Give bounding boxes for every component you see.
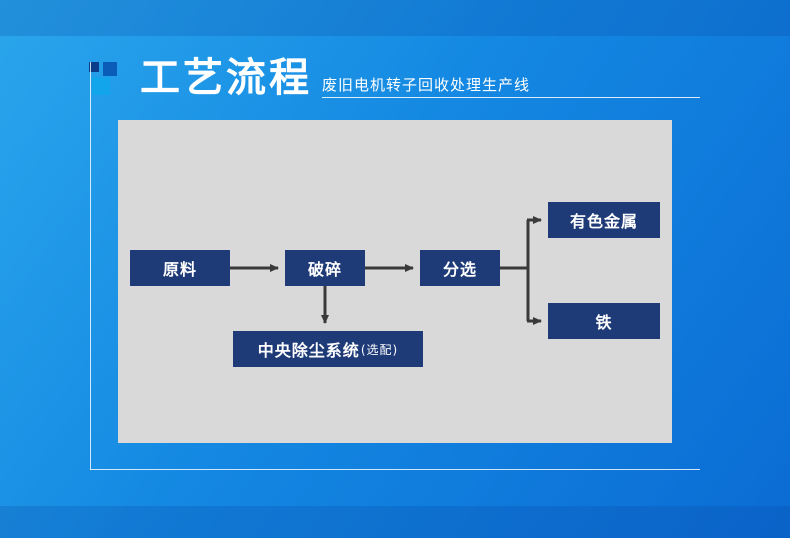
flow-node-label: 破碎 (307, 260, 342, 279)
deco-square-light (92, 77, 110, 95)
flowchart-panel: 原料 破碎 分选 有色金属 铁 中央除尘系统 (选配) (118, 120, 672, 443)
flow-node-sorting: 分选 (420, 250, 500, 286)
flow-node-label: 铁 (595, 313, 613, 332)
flow-node-label: 分选 (442, 260, 477, 279)
flow-node-label-suffix: (选配) (360, 342, 399, 357)
flow-node-label: 原料 (162, 260, 197, 279)
flowchart-connectors (230, 216, 542, 325)
flow-node-label: 有色金属 (569, 212, 638, 231)
page-title: 工艺流程 (140, 55, 312, 101)
flow-node-raw-material: 原料 (130, 250, 230, 286)
top-band (0, 0, 790, 36)
frame-left-line (90, 62, 91, 470)
header-divider-line (322, 97, 700, 98)
bottom-band (0, 506, 790, 538)
flow-node-nonferrous-metal: 有色金属 (548, 202, 660, 238)
flow-node-iron: 铁 (548, 303, 660, 339)
flow-node-crushing: 破碎 (285, 250, 365, 286)
flow-node-central-dust-system: 中央除尘系统 (选配) (233, 331, 423, 367)
deco-square-dark (89, 62, 99, 72)
page-subtitle: 废旧电机转子回收处理生产线 (322, 76, 531, 94)
deco-square-medium (103, 62, 117, 76)
frame-bottom-line (90, 469, 700, 470)
flow-node-label: 中央除尘系统 (257, 341, 360, 360)
